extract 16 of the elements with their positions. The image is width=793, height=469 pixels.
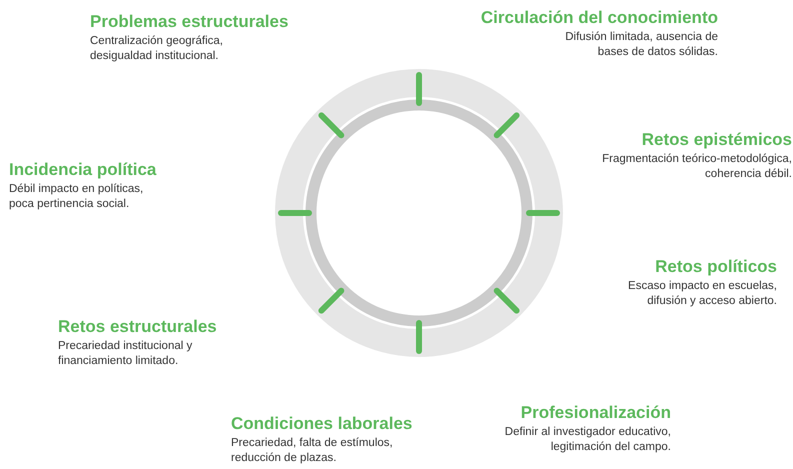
description-text: Precariedad institucional y financiamiento limitado.	[58, 339, 194, 369]
section-heading: Incidencia política	[9, 160, 156, 180]
section-heading: Retos políticos	[655, 257, 777, 277]
description-text: Difusión limitada, ausencia de bases de datos sólidas.	[564, 30, 718, 60]
description-text: Centralización geográfica, desigualdad institucional.	[90, 34, 224, 64]
description-text: Escaso impacto en escuelas, difusión y acceso abierto.	[627, 279, 777, 309]
description-text: Débil impacto en políticas, poca pertinencia social.	[9, 182, 144, 212]
description-text: Fragmentación teórico-metodológica, coherencia débil.	[601, 152, 792, 182]
section-heading: Circulación del conocimiento	[480, 8, 718, 28]
section-heading: Profesionalización	[520, 403, 671, 423]
section-heading: Problemas estructurales	[90, 12, 288, 32]
section-heading: Retos estructurales	[58, 317, 217, 337]
description-text: Definir al investigador educativo, legitimación del campo.	[504, 425, 671, 455]
description-text: Precariedad, falta de estímulos, reducción de plazas.	[231, 436, 394, 466]
section-heading: Condiciones laborales	[231, 414, 412, 434]
section-heading: Retos epistémicos	[642, 130, 792, 150]
